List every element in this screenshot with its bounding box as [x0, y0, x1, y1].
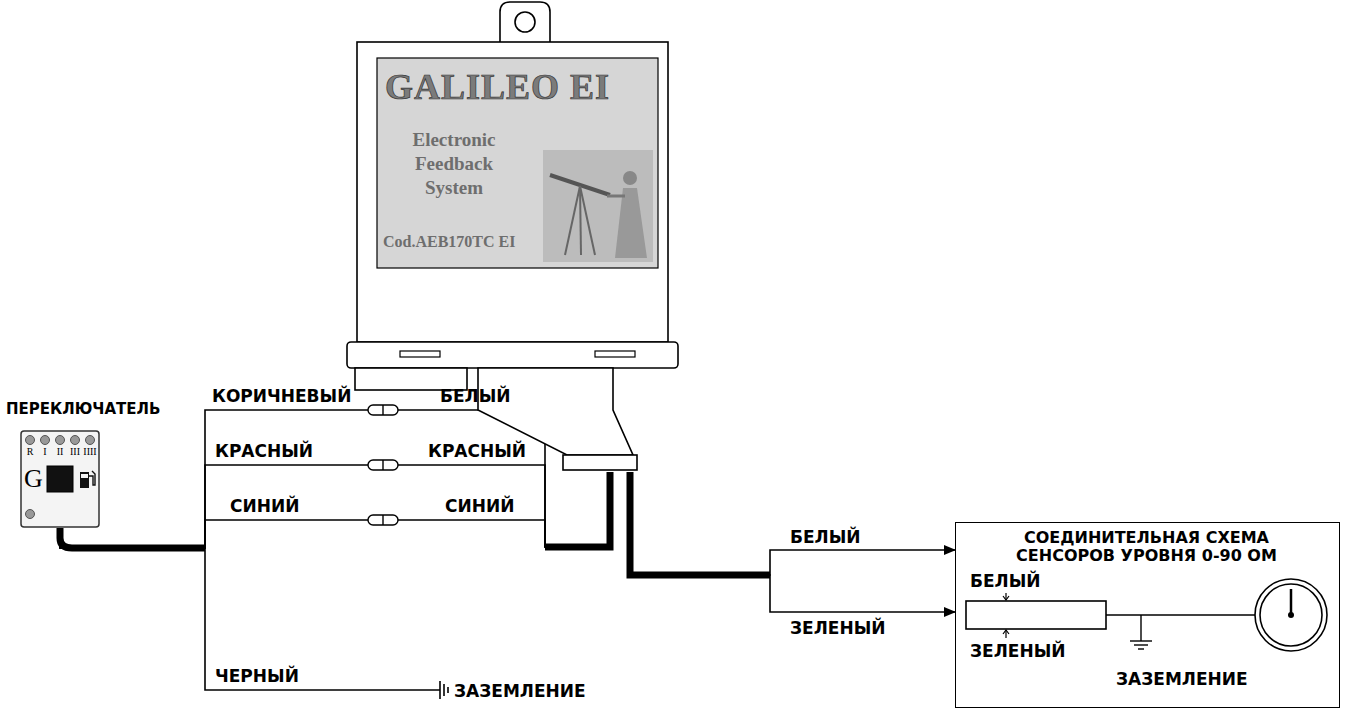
path-shape	[1003, 630, 1009, 634]
black-wire	[205, 548, 440, 690]
circle-shape	[26, 510, 35, 519]
level-mark: IIII	[82, 446, 98, 458]
circle-shape	[515, 12, 535, 32]
line-shape	[1106, 614, 1255, 616]
level-sensor-box: СОЕДИНИТЕЛЬНАЯ СХЕМА СЕНСОРОВ УРОВНЯ 0-9…	[955, 522, 1340, 708]
circle-shape	[623, 171, 637, 185]
rect-shape	[400, 351, 440, 357]
line-shape	[1134, 644, 1148, 645]
wire-color-label: БЕЛЫЙ	[970, 571, 1041, 591]
circle-shape	[41, 436, 50, 445]
ecu-housing: GALILEO EI Electronic Feedback SystemCod.…	[345, 0, 680, 472]
rect-shape	[368, 515, 398, 525]
line-shape	[1138, 648, 1144, 649]
product-subtitle: Electronic Feedback System	[387, 128, 521, 200]
wire-color-label: ЧЕРНЫЙ	[215, 666, 299, 686]
line-shape	[580, 186, 581, 255]
level-mark: R	[22, 446, 38, 458]
line-shape	[382, 405, 383, 415]
circle-shape	[86, 436, 95, 445]
line-shape	[607, 195, 625, 198]
rect-shape	[81, 474, 88, 478]
circle-shape	[1260, 584, 1322, 646]
ground-label: ЗАЗЕМЛЕНИЕ	[454, 681, 586, 701]
line-shape	[439, 681, 441, 699]
wire-connector	[60, 472, 610, 548]
circle-shape	[1288, 612, 1294, 618]
path-shape	[615, 188, 647, 258]
ecu-cable-bundle	[545, 472, 610, 547]
wire-color-label: БЕЛЫЙ	[790, 527, 861, 547]
wire-color-label: БЕЛЫЙ	[440, 386, 511, 406]
path-shape	[1003, 596, 1009, 600]
line-shape	[1140, 615, 1141, 641]
sensor-cable-bundle	[630, 472, 770, 575]
path-shape	[89, 471, 95, 485]
wire-color-label: СИНИЙ	[445, 496, 514, 516]
rect-shape	[47, 466, 73, 492]
rect-shape	[966, 601, 1106, 629]
rect-shape	[80, 472, 89, 488]
wire-color-label: ЗЕЛЕНЫЙ	[790, 618, 886, 638]
ground-label: ЗАЗЕМЛЕНИЕ	[1116, 669, 1248, 689]
wire-plug	[368, 515, 398, 525]
wire-connector	[630, 472, 955, 612]
wire-color-label: ЗЕЛЕНЫЙ	[970, 641, 1066, 661]
rect-shape	[368, 460, 398, 470]
circle-shape	[1255, 579, 1327, 651]
wire-color-label: СИНИЙ	[230, 496, 299, 516]
rect-shape	[347, 342, 678, 368]
circle-shape	[56, 436, 65, 445]
wire-plug	[368, 405, 398, 415]
line-shape	[443, 684, 445, 696]
fuel-switch: ПЕРЕКЛЮЧАТЕЛЬRIIIIIIIIIIG	[20, 430, 100, 528]
rect-shape	[377, 58, 658, 268]
line-shape	[580, 186, 595, 255]
rect-shape	[543, 150, 653, 262]
sensor-box-title: СОЕДИНИТЕЛЬНАЯ СХЕМА СЕНСОРОВ УРОВНЯ 0-9…	[994, 529, 1299, 565]
level-mark: I	[37, 446, 53, 458]
level-mark: II	[52, 446, 68, 458]
rect-shape	[563, 455, 637, 470]
rect-shape	[368, 405, 398, 415]
path-shape	[500, 2, 550, 45]
wire-color-label: КОРИЧНЕВЫЙ	[212, 386, 351, 406]
circle-shape	[71, 436, 80, 445]
wire-connector	[630, 472, 955, 575]
line-shape	[565, 186, 580, 255]
brand-title: GALILEO EI	[385, 66, 610, 108]
switch-heading: ПЕРЕКЛЮЧАТЕЛЬ	[6, 400, 160, 418]
rect-shape	[21, 431, 99, 527]
gas-mark: G	[24, 464, 43, 494]
switch-cable-bundle	[60, 528, 205, 548]
rect-shape	[595, 351, 635, 357]
wire-connector	[60, 465, 610, 548]
product-code: Cod.AEB170TC EI	[383, 232, 515, 252]
line-shape	[447, 687, 449, 693]
wire-color-label: КРАСНЫЙ	[428, 441, 526, 461]
wire-plug	[368, 460, 398, 470]
line-shape	[1290, 589, 1293, 615]
rect-shape	[357, 42, 668, 342]
line-shape	[382, 515, 383, 525]
circle-shape	[26, 436, 35, 445]
ground-symbol	[440, 681, 448, 699]
line-shape	[382, 460, 383, 470]
level-mark: III	[67, 446, 83, 458]
wire-color-label: КРАСНЫЙ	[215, 441, 313, 461]
line-shape	[1130, 640, 1152, 641]
